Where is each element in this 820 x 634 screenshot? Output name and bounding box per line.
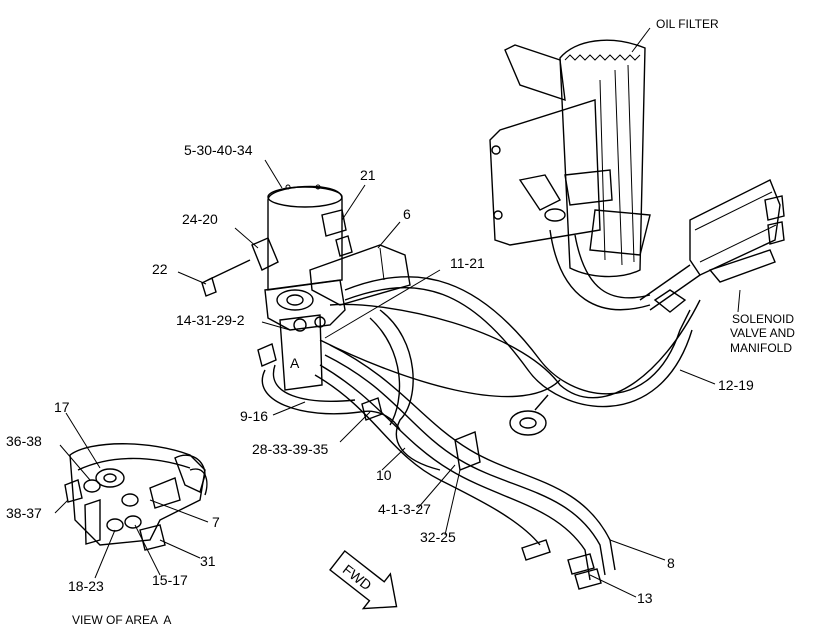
label-solenoid-3: MANIFOLD [730,341,792,355]
label-5-30-40-34: 5-30-40-34 [184,142,253,158]
label-22: 22 [152,261,168,277]
pump-reservoir [201,184,411,391]
label-7: 7 [212,514,220,530]
label-8: 8 [667,555,675,571]
label-24-20: 24-20 [182,211,218,227]
label-36-38: 36-38 [6,433,42,449]
label-solenoid-1: SOLENOID [732,312,794,326]
label-38-37: 38-37 [6,505,42,521]
label-15-17: 15-17 [152,572,188,588]
oil-filter-assembly [489,39,651,278]
label-28-33-39-35: 28-33-39-35 [252,441,328,457]
label-6: 6 [403,206,411,222]
callout-labels: OIL FILTER 5-30-40-34 21 6 24-20 22 11-2… [6,17,795,627]
solenoid-valve-manifold [689,179,785,283]
label-12-19: 12-19 [718,377,754,393]
forward-arrow: FWD [329,550,398,610]
label-view-of-area-a: VIEW OF AREA A [72,613,171,627]
label-21: 21 [360,167,376,183]
label-31: 31 [200,553,216,569]
label-11-21: 11-21 [450,255,485,271]
label-oil-filter: OIL FILTER [656,17,719,31]
label-4-1-3-27: 4-1-3-27 [378,501,431,517]
label-9-16: 9-16 [240,408,268,424]
hose-lines [261,229,701,590]
label-solenoid-2: VALVE AND [730,326,795,340]
label-area-a: A [290,355,300,371]
label-13: 13 [637,590,653,606]
leader-lines [54,27,741,598]
label-18-23: 18-23 [68,578,104,594]
label-10: 10 [376,467,392,483]
label-17: 17 [54,399,70,415]
area-a-detail [64,443,208,551]
label-32-25: 32-25 [420,529,456,545]
label-14-31-29-2: 14-31-29-2 [176,312,245,328]
